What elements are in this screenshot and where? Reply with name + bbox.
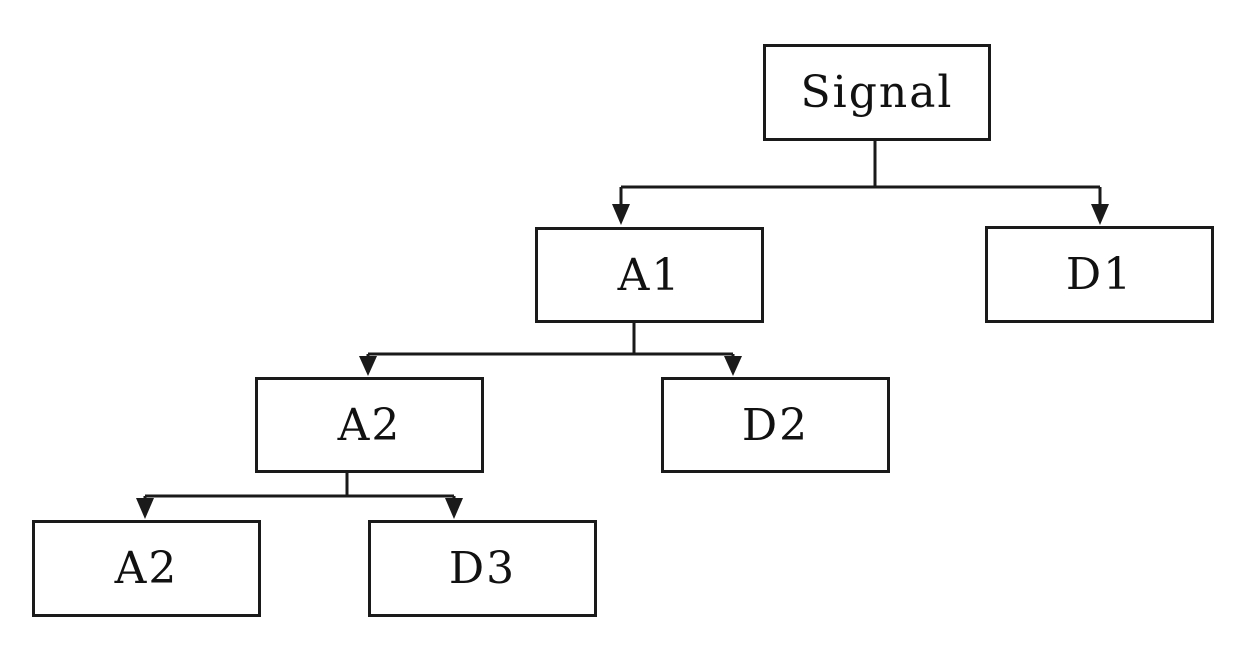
- node-label-d3: D3: [448, 543, 517, 594]
- node-signal: Signal: [763, 44, 991, 141]
- arrowhead-a2-d3: [445, 498, 463, 519]
- node-a1: A1: [535, 227, 764, 323]
- node-label-a2-level3: A2: [114, 543, 179, 594]
- node-d2: D2: [661, 377, 890, 473]
- edge-group-a1: [366, 323, 735, 358]
- node-label-a2-level2: A2: [337, 399, 402, 451]
- node-label-d2: D2: [741, 399, 810, 451]
- arrowhead-signal-a1: [612, 204, 630, 225]
- node-d1: D1: [985, 226, 1214, 323]
- arrowhead-a1-d2: [724, 356, 742, 376]
- node-label-d1: D1: [1065, 249, 1134, 300]
- node-a2-level3: A2: [32, 520, 261, 617]
- node-d3: D3: [368, 520, 597, 617]
- edge-group-signal: [619, 141, 1102, 206]
- arrowhead-a2-a2: [136, 498, 154, 519]
- arrowhead-signal-d1: [1091, 204, 1109, 225]
- node-label-signal: Signal: [800, 67, 954, 118]
- node-label-a1: A1: [617, 249, 682, 301]
- arrowhead-a1-a2: [359, 356, 377, 376]
- edge-group-a2: [143, 473, 456, 500]
- node-a2-level2: A2: [255, 377, 484, 473]
